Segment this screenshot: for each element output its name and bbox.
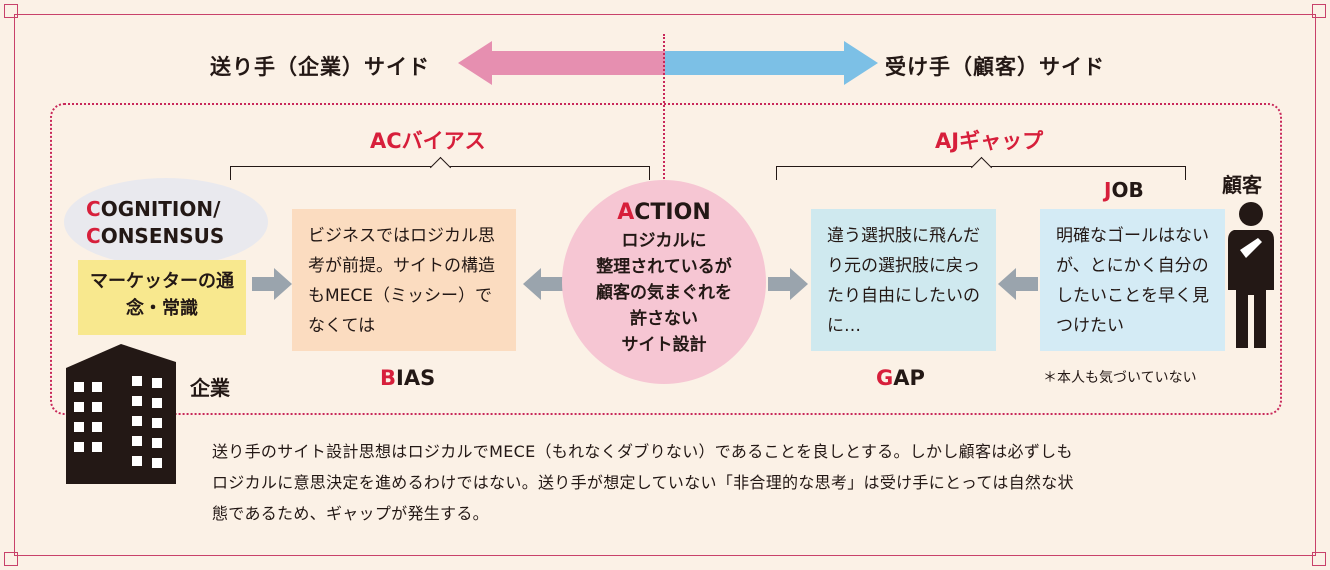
cognition-consensus-label: COGNITION/ CONSENSUS	[86, 197, 225, 248]
job-box: 明確なゴールはないが、とにかく自分のしたいことを早く見つけたい	[1040, 209, 1225, 351]
action-text: ACTION ロジカルに 整理されているが 顧客の気まぐれを 許さない サイト設…	[596, 200, 732, 355]
outer-frame	[14, 14, 1316, 556]
diagram-area	[50, 103, 1282, 415]
job-note: ＊本人も気づいていない	[1043, 370, 1197, 386]
sender-side-label: 送り手（企業）サイド	[210, 55, 430, 79]
customer-label: 顧客	[1222, 173, 1262, 197]
corner-ornament	[1312, 4, 1326, 18]
building-icon	[66, 344, 176, 484]
center-divider	[663, 34, 665, 182]
aj-gap-title: AJギャップ	[935, 129, 1044, 153]
cognition-ellipse	[64, 178, 268, 266]
corner-ornament	[4, 4, 18, 18]
footer-line-2: ロジカルに意思決定を進めるわけではない。送り手が想定していない「非合理的な思考」…	[212, 473, 1074, 492]
ac-bias-title: ACバイアス	[370, 129, 486, 153]
company-label: 企業	[190, 376, 230, 400]
gray-arrow-icon	[768, 268, 808, 300]
job-label: JOB	[1104, 178, 1144, 202]
footer-line-1: 送り手のサイト設計思想はロジカルでMECE（もれなくダブりない）であることを良し…	[212, 442, 1073, 461]
gray-arrow-icon	[998, 268, 1038, 300]
action-circle	[562, 180, 766, 384]
corner-ornament	[4, 552, 18, 566]
receiver-side-label: 受け手（顧客）サイド	[885, 55, 1105, 79]
marketer-common-sense-box: マーケッターの通念・常識	[78, 260, 246, 335]
footer-line-3: 態であるため、ギャップが発生する。	[212, 504, 489, 523]
double-arrow-icon	[458, 41, 878, 85]
bias-label: BIAS	[380, 366, 436, 390]
gap-box: 違う選択肢に飛んだり元の選択肢に戻ったり自由にしたいのに…	[811, 209, 996, 351]
gray-arrow-icon	[523, 268, 563, 300]
person-icon	[1228, 202, 1274, 348]
corner-ornament	[1312, 552, 1326, 566]
bias-box: ビジネスではロジカル思考が前提。サイトの構造もMECE（ミッシー）でなくては	[292, 209, 516, 351]
gray-arrow-icon	[252, 268, 292, 300]
gap-label: GAP	[876, 366, 925, 390]
